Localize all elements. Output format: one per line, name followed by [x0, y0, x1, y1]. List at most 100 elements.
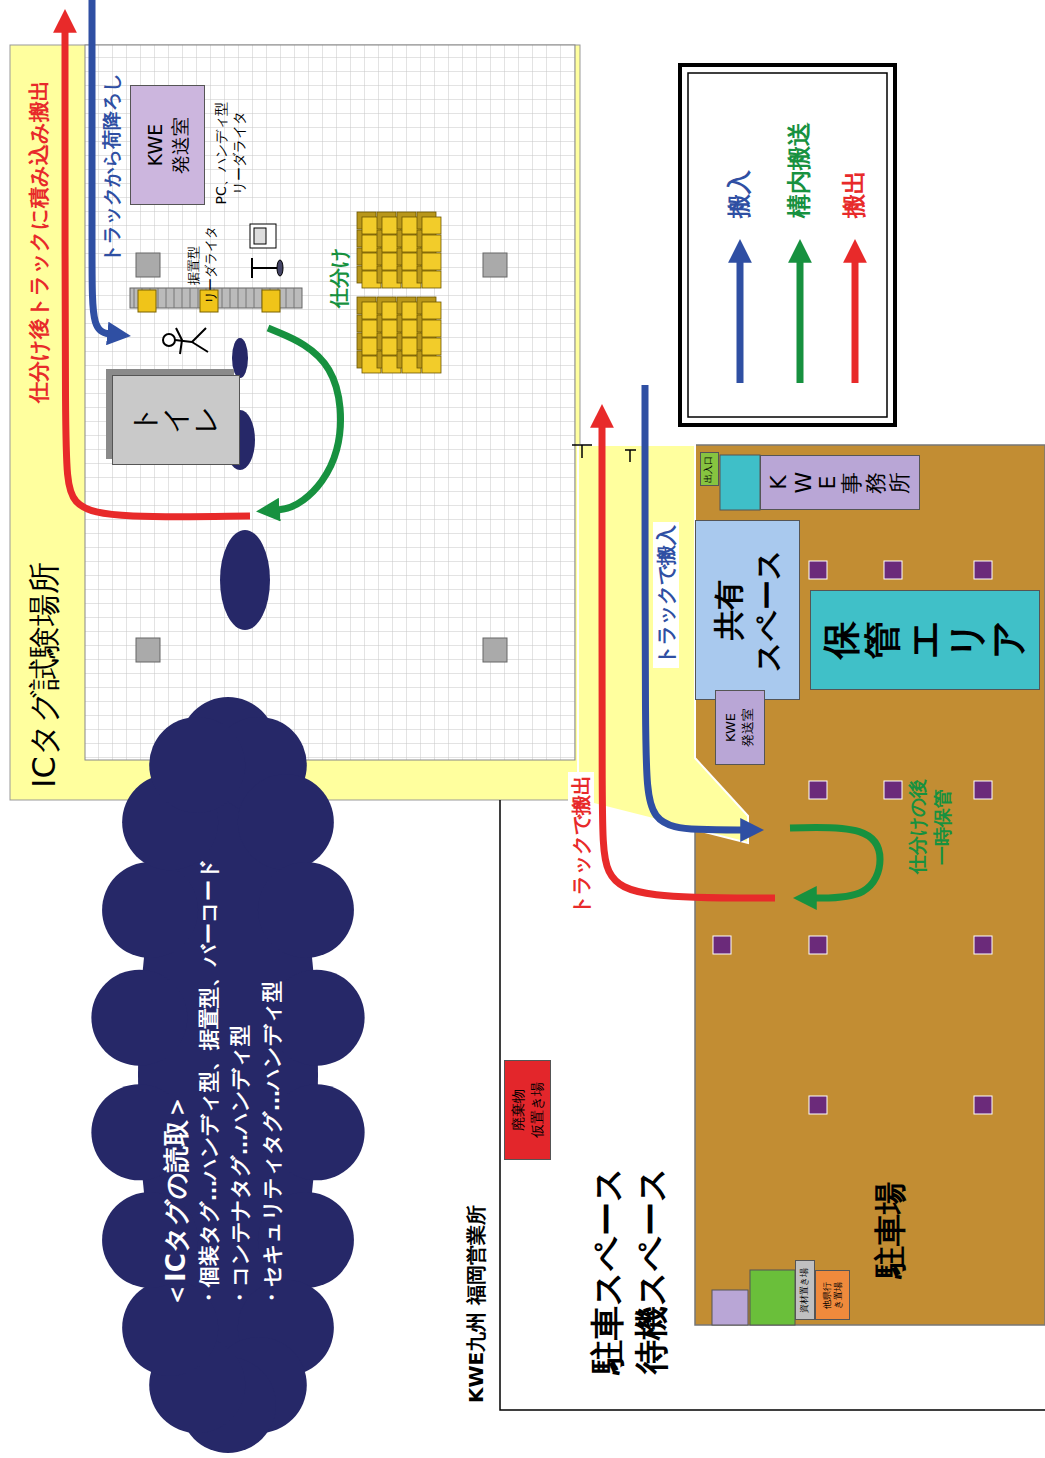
pc-icon	[250, 224, 276, 248]
legend-inner-frame	[688, 73, 887, 417]
pillar	[483, 638, 507, 662]
warehouse-pillar	[884, 781, 902, 799]
legend-arrow	[737, 258, 744, 383]
pallet-box	[422, 338, 441, 355]
box-label: 他県行き置場	[822, 1281, 843, 1310]
legend-arrow	[797, 258, 804, 383]
door-mark	[572, 445, 592, 458]
door-mark	[625, 450, 636, 462]
warehouse-pillar	[884, 561, 902, 579]
sorting-label: 仕分け	[326, 248, 352, 308]
legend-label: 搬出	[839, 170, 870, 218]
temp-storage-arrow	[790, 827, 880, 898]
cloud-bump	[102, 862, 198, 958]
warehouse-pillar	[809, 781, 827, 799]
parcel	[262, 290, 280, 312]
cloud-bump	[258, 862, 354, 958]
warehouse-pillar	[809, 1096, 827, 1114]
box-label: 廃棄物 仮置き場	[509, 1079, 545, 1142]
warehouse-pillar	[974, 1096, 992, 1114]
entrance-box: 出入口	[700, 452, 719, 486]
gate-reader-base	[277, 260, 283, 276]
conveyor-roller	[230, 288, 231, 308]
box-label: 保管エリア	[821, 621, 1030, 659]
callout-item: ・セキュリティタグ…ハンディ型	[257, 828, 289, 1308]
legend-frame	[680, 65, 895, 425]
conveyor-roller	[190, 288, 191, 308]
reader-label: 据置型 リーダライタ	[186, 222, 220, 308]
small-room	[712, 1290, 748, 1325]
parking-label: 駐車場	[870, 1182, 912, 1278]
conveyor-roller	[166, 288, 167, 308]
pillar	[136, 638, 160, 662]
pallet-box	[422, 356, 441, 373]
conveyor-roller	[182, 288, 183, 308]
pc-screen	[254, 228, 266, 244]
conveyor-roller	[294, 288, 295, 308]
warehouse-pillar	[809, 561, 827, 579]
warehouse-pillar	[713, 936, 731, 954]
toilet-box: トイレ	[112, 375, 240, 465]
test-area: ICタグ試験場所 KWE 発送室トイレ	[10, 45, 580, 800]
pillar	[483, 253, 507, 277]
pallet-box	[422, 320, 441, 337]
other-pref-area: 他県行き置場	[815, 1270, 850, 1320]
box-label: 共有 スペース	[709, 543, 787, 678]
pallet-box	[422, 271, 441, 288]
pallet-box	[422, 235, 441, 252]
conveyor-roller	[238, 288, 239, 308]
shipping-room: KWE 発送室	[130, 85, 205, 205]
worker-icon	[163, 328, 208, 354]
conveyor-roller	[198, 288, 199, 308]
pallet-box	[422, 302, 441, 319]
warehouse-pillar	[974, 781, 992, 799]
warehouse-pillar	[809, 936, 827, 954]
office-box: KWE事務所	[760, 455, 920, 510]
arrow-label: トラックで搬入	[653, 522, 679, 668]
internal-transfer-arrow	[268, 328, 341, 510]
conveyor-roller	[158, 288, 159, 308]
legend-arrow	[852, 258, 859, 383]
waste-area: 廃棄物 仮置き場	[504, 1060, 551, 1160]
legend-label: 構内搬送	[784, 122, 815, 218]
conveyor-roller	[222, 288, 223, 308]
worker-head	[163, 334, 175, 346]
box-label: 資材置き場	[799, 1268, 811, 1313]
arrow-label: トラックから荷降ろし	[99, 73, 124, 263]
parking-label: 駐車スペース 待機スペース	[585, 1159, 673, 1383]
callout-item: ・個装タグ…ハンディ型、据置型、バーコード	[194, 828, 226, 1308]
box-label: KWE 発送室	[723, 704, 757, 751]
warehouse-floor	[695, 445, 1045, 1325]
cloud-bump	[149, 717, 245, 813]
pillar	[136, 253, 160, 277]
pallet-box	[422, 253, 441, 270]
reading-callout: ＜ICタグの読取＞・個装タグ…ハンディ型、据置型、バーコード・コンテナタグ…ハン…	[160, 828, 300, 1308]
arrow-label: 仕分け後トラックに積み込み搬出	[26, 80, 53, 403]
conveyor-roller	[286, 288, 287, 308]
callout-cloud	[91, 697, 364, 1453]
box-label: KWE事務所	[767, 472, 912, 494]
storage-area: 保管エリア	[810, 590, 1040, 690]
reader-label: PC、ハンディ型 リーダライタ	[212, 99, 248, 208]
cloud-bump	[91, 970, 187, 1066]
arrow-label: 仕分けの後 一時保管	[905, 774, 954, 880]
pallet-box	[422, 217, 441, 234]
ship-out-arrow	[65, 28, 250, 517]
box-label: KWE 発送室	[143, 111, 192, 179]
parcel	[138, 290, 156, 312]
small-area	[750, 1270, 795, 1325]
conveyor-roller	[134, 288, 135, 308]
legend-label: 搬入	[724, 170, 755, 218]
area-title: ICタグ試験場所	[24, 562, 66, 788]
door-strip	[720, 455, 760, 510]
conveyor-roller	[254, 288, 255, 308]
material-area: 資材置き場	[795, 1260, 815, 1320]
box-label: 出入口	[703, 456, 715, 483]
conveyor-roller	[246, 288, 247, 308]
callout-item: ・コンテナタグ…ハンディ型	[225, 828, 257, 1308]
warehouse-pillar	[974, 561, 992, 579]
test-floor-grid	[85, 45, 575, 760]
gate-reader	[252, 258, 278, 278]
conveyor-roller	[174, 288, 175, 308]
